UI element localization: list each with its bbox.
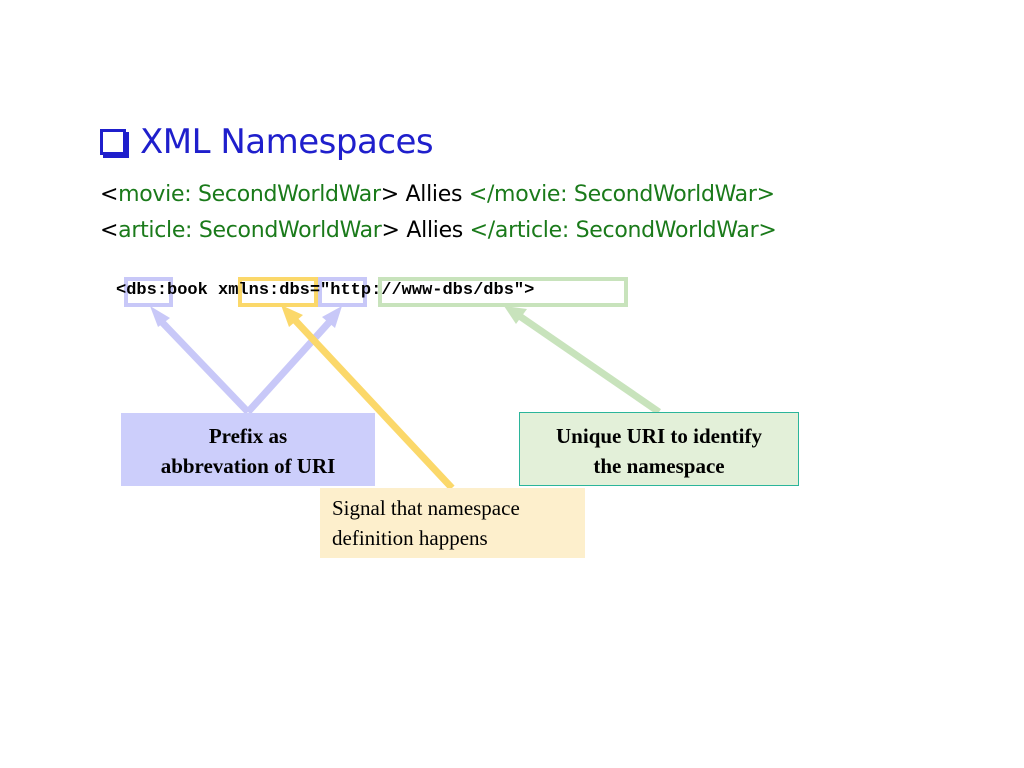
code-prefix-declared: dbs: [279, 281, 310, 300]
code-uri: http://www-dbs/dbs: [330, 281, 514, 300]
close-bracket: >: [381, 218, 400, 243]
slide-title: XML Namespaces: [100, 122, 434, 162]
xmlns-arrow-line: [290, 315, 455, 491]
xml-example-movie: <movie: SecondWorldWar> Allies </movie: …: [100, 182, 775, 207]
xml-example-article: <article: SecondWorldWar> Allies </artic…: [100, 218, 777, 243]
code-lt: <: [116, 281, 127, 300]
signal-callout: Signal that namespace definition happens: [320, 488, 585, 558]
prefix-arrowhead-left: [150, 306, 170, 327]
close-tag: </article: SecondWorldWar>: [469, 218, 777, 243]
prefix-arrow-right: [245, 315, 336, 415]
title-text: XML Namespaces: [140, 122, 434, 162]
callout-line: Signal that namespace: [332, 496, 520, 520]
xmlns-highlight: [238, 277, 318, 307]
callout-line: definition happens: [332, 526, 488, 550]
code-gt: >: [524, 281, 535, 300]
code-colon: :: [269, 281, 280, 300]
prefix-callout: Prefix as abbrevation of URI: [121, 413, 375, 486]
callout-line: abbrevation of URI: [160, 454, 336, 478]
code-equals-quote: =": [309, 281, 331, 300]
close-tag: </movie: SecondWorldWar>: [468, 182, 775, 207]
code-end-quote: ": [513, 281, 525, 300]
prefix-arrows: [150, 306, 342, 415]
prefix-declaration-highlight: [318, 277, 367, 307]
prefix-arrowhead-right: [322, 306, 342, 328]
xmlns-arrow: [281, 305, 455, 491]
open-bracket: <: [100, 218, 119, 243]
checkbox-bullet-icon: [100, 129, 126, 155]
uri-arrowhead: [504, 306, 527, 324]
prefix-arrow-left: [155, 315, 251, 415]
uri-arrow: [504, 306, 661, 415]
code-prefix: dbs: [126, 281, 157, 300]
uri-callout: Unique URI to identify the namespace: [519, 412, 799, 486]
callout-line: Unique URI to identify: [556, 424, 762, 448]
callout-line: Prefix as: [208, 424, 288, 448]
xmlns-arrowhead: [281, 305, 303, 327]
open-tag: article: SecondWorldWar: [118, 218, 382, 243]
namespace-declaration-code: <dbs:book xmlns:dbs="http://www-dbs/dbs"…: [116, 281, 534, 300]
open-bracket: <: [100, 182, 119, 207]
uri-arrow-line: [516, 312, 661, 415]
open-tag: movie: SecondWorldWar: [118, 182, 381, 207]
callout-line: the namespace: [593, 454, 725, 478]
close-bracket: >: [380, 182, 399, 207]
uri-highlight: [378, 277, 628, 307]
element-content: Allies: [398, 182, 469, 207]
code-xmlns: xmlns: [218, 281, 270, 300]
prefix-highlight: [124, 277, 173, 307]
code-element-name: :book: [156, 281, 219, 300]
element-content: Allies: [399, 218, 470, 243]
